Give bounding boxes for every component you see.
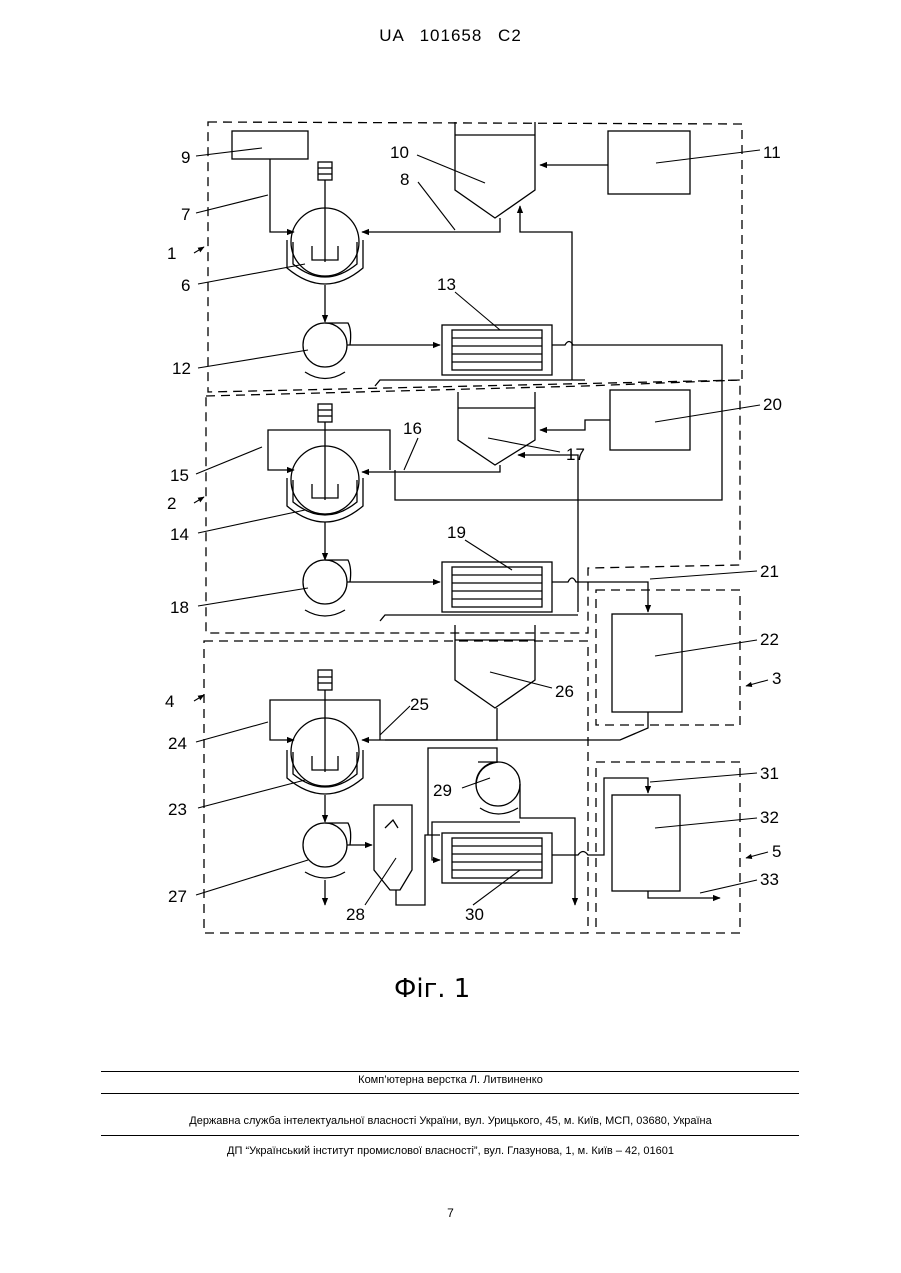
- label-12: 12: [172, 359, 191, 378]
- line-16: [362, 465, 500, 472]
- label-18: 18: [170, 598, 189, 617]
- hopper-10: [455, 122, 535, 218]
- section-2-boundary: [206, 380, 740, 633]
- reactor-6: [287, 200, 363, 284]
- label-14: 14: [170, 525, 189, 544]
- hopper-17: [458, 392, 535, 465]
- label-10: 10: [390, 143, 409, 162]
- label-31: 31: [760, 764, 779, 783]
- label-5: 5: [772, 842, 781, 861]
- agency-address: Державна служба інтелектуальної власност…: [0, 1115, 901, 1127]
- label-17: 17: [566, 445, 585, 464]
- heat-exchanger-13: [442, 325, 552, 375]
- footer-divider-3: [101, 1135, 799, 1136]
- line-24: [270, 700, 325, 740]
- label-19: 19: [447, 523, 466, 542]
- motor-4: [318, 670, 332, 690]
- line-7: [270, 159, 294, 232]
- motor-1: [318, 162, 332, 180]
- label-22: 22: [760, 630, 779, 649]
- cyclone-28: [374, 805, 440, 905]
- motor-2: [318, 404, 332, 422]
- line-15: [268, 430, 325, 470]
- label-32: 32: [760, 808, 779, 827]
- reactor-23: [287, 708, 363, 794]
- label-1: 1: [167, 244, 176, 263]
- label-24: 24: [168, 734, 187, 753]
- line-8: [362, 218, 500, 232]
- unit-22-box: [612, 614, 682, 712]
- label-9: 9: [181, 148, 190, 167]
- label-15: 15: [170, 466, 189, 485]
- label-3: 3: [772, 669, 781, 688]
- label-6: 6: [181, 276, 190, 295]
- label-20: 20: [763, 395, 782, 414]
- label-4: 4: [165, 692, 174, 711]
- figure-caption: Фіг. 1: [394, 974, 470, 1004]
- label-7: 7: [181, 205, 190, 224]
- section-3-boundary: [596, 590, 740, 725]
- label-26: 26: [555, 682, 574, 701]
- label-21: 21: [760, 562, 779, 581]
- footer-divider-1: [101, 1071, 799, 1072]
- label-8: 8: [400, 170, 409, 189]
- hopper-26: [455, 625, 535, 708]
- label-2: 2: [167, 494, 176, 513]
- section-5-boundary: [596, 762, 740, 933]
- heat-exchanger-30: [442, 833, 552, 883]
- label-11: 11: [763, 143, 781, 162]
- institute-address: ДП “Український інститут промислової вла…: [0, 1145, 901, 1157]
- unit-11-box: [608, 131, 690, 194]
- footer-divider-2: [101, 1093, 799, 1094]
- label-30: 30: [465, 905, 484, 924]
- pump-27: [303, 823, 351, 878]
- layout-credit: Комп’ютерна верстка Л. Литвиненко: [0, 1074, 901, 1086]
- pump-12: [303, 323, 351, 379]
- unit-9-box: [232, 131, 308, 159]
- page-number: 7: [0, 1206, 901, 1220]
- label-13: 13: [437, 275, 456, 294]
- line-25: [362, 708, 497, 740]
- pump-29: [476, 762, 520, 814]
- pump-18: [303, 560, 351, 616]
- reactor-14: [287, 440, 363, 522]
- label-23: 23: [168, 800, 187, 819]
- label-33: 33: [760, 870, 779, 889]
- unit-32-box: [612, 795, 680, 891]
- label-28: 28: [346, 905, 365, 924]
- section-4-boundary: [204, 641, 588, 933]
- label-29: 29: [433, 781, 452, 800]
- process-flow-diagram: 9 7 1 6 10 8 11 13 12 20 16 17 15 2 14 1…: [0, 0, 901, 1040]
- label-25: 25: [410, 695, 429, 714]
- label-27: 27: [168, 887, 187, 906]
- label-16: 16: [403, 419, 422, 438]
- unit-20-box: [610, 390, 690, 450]
- heat-exchanger-19: [442, 562, 552, 612]
